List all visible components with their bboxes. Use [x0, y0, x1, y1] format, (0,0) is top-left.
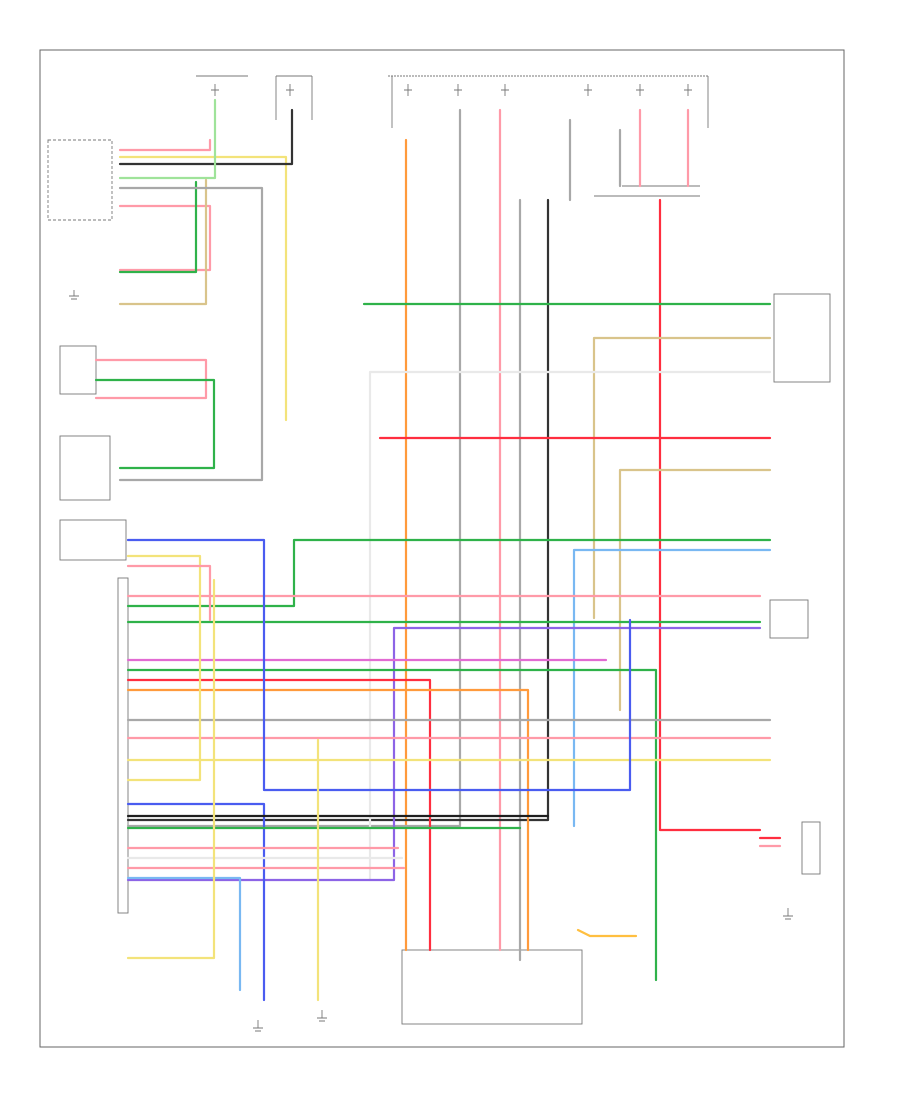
control-module-box [401, 949, 583, 1025]
wire-gray-9 [126, 108, 462, 828]
wire-tan-21 [618, 468, 772, 712]
wire-green-5 [118, 180, 198, 274]
wire-lightgreen-3 [118, 98, 217, 180]
wire-red-29 [126, 678, 432, 952]
wire-orange-30 [126, 688, 530, 952]
wire-green-49 [94, 378, 216, 470]
wire-lightblue-23 [572, 548, 772, 828]
wire-gold-45 [576, 928, 638, 938]
wire-lightblue-41 [126, 876, 242, 992]
wire-darkgray-2 [118, 108, 294, 166]
wire-pink-4 [118, 204, 212, 272]
wire-yellow-1 [118, 155, 288, 422]
wire-green-22 [126, 538, 772, 608]
wire-white-19 [368, 370, 772, 882]
wire-tan-18 [592, 336, 772, 620]
wire-violet-26 [126, 626, 762, 882]
ground-symbols [69, 290, 793, 1032]
fuse-symbol-group [211, 84, 692, 96]
wire-gray-7 [118, 186, 264, 482]
wire-darkgray-13 [126, 198, 550, 822]
wire-blue-35 [126, 802, 266, 1002]
diagram-border [39, 49, 845, 1048]
wire-yellow-42 [126, 554, 202, 782]
left-component-boxes [47, 139, 831, 1025]
wire-tan-6 [118, 178, 208, 306]
wire-pink-0 [118, 138, 212, 152]
wire-harness [94, 98, 782, 1002]
wire-yellow-44 [126, 578, 216, 960]
fuse-panel-area [196, 75, 709, 197]
wire-blue-34 [126, 538, 632, 792]
wire-green-28 [126, 668, 658, 982]
wire-red-14 [658, 198, 762, 832]
wire-pink-43 [126, 564, 212, 622]
